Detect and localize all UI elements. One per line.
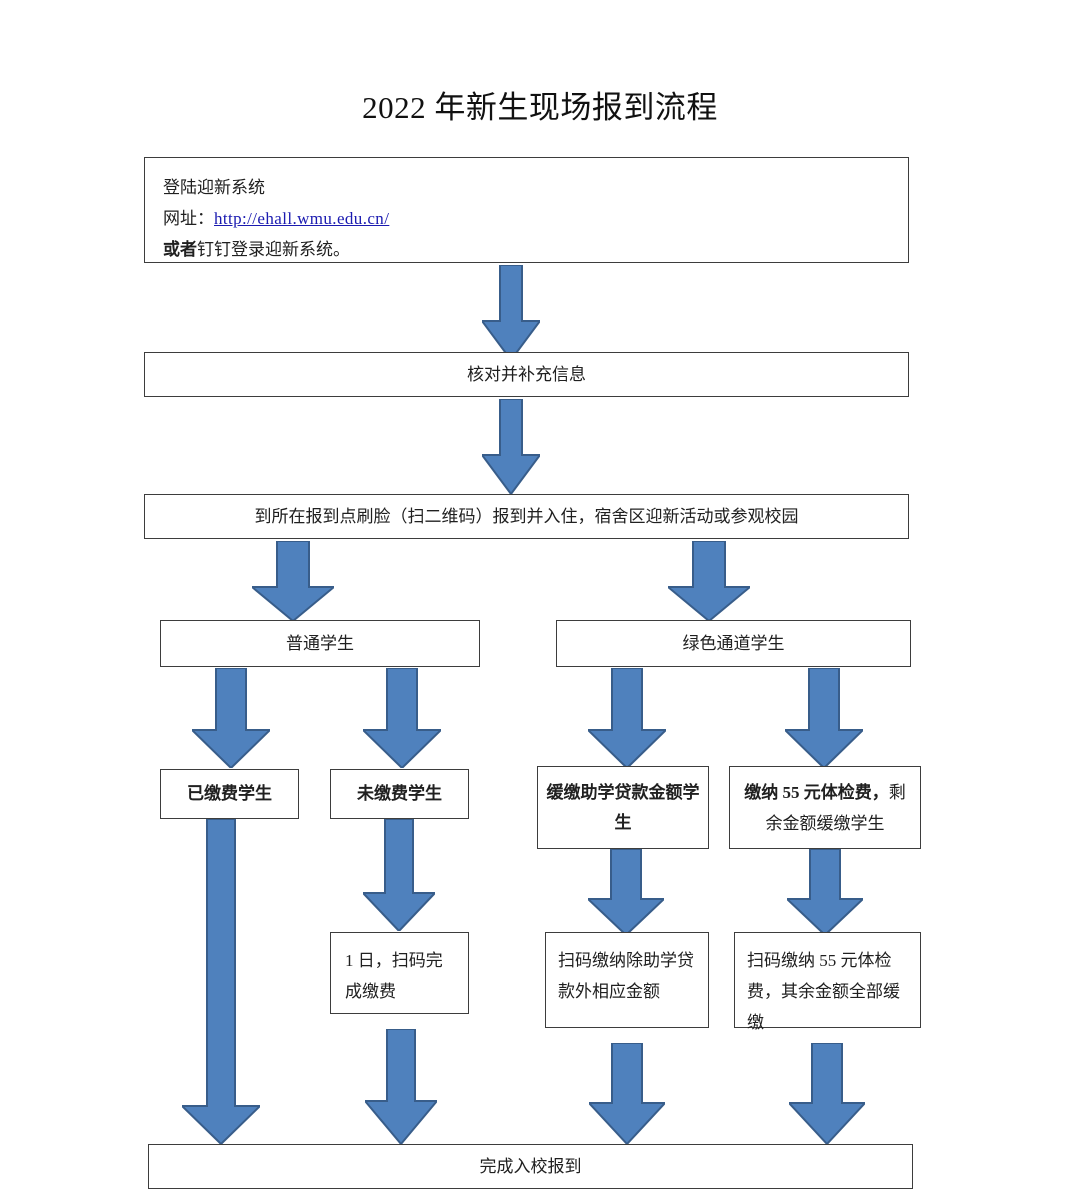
checkin-label: 到所在报到点刷脸（扫二维码）报到并入住，宿舍区迎新活动或参观校园: [254, 506, 799, 526]
scan-pay-55-label: 扫码缴纳 55 元体检费，其余金额全部缓缴: [747, 951, 900, 1032]
arrow-green-to-loan-deferred: [588, 668, 666, 768]
arrow-scan55-to-finish: [789, 1043, 865, 1144]
login-line-2: 网址：http://ehall.wmu.edu.cn/: [163, 203, 890, 234]
arrow-normal-to-unpaid: [363, 668, 441, 768]
arrow-loan-to-scan-pay: [588, 849, 664, 935]
node-normal-student: 普通学生: [160, 620, 480, 667]
arrow-pay55-to-scan55: [787, 849, 863, 935]
node-loan-deferred-student: 缓缴助学贷款金额学生: [537, 766, 709, 849]
paid-student-label: 已缴费学生: [187, 784, 272, 803]
pay-by-day1-label: 1 日，扫码完成缴费: [345, 951, 443, 1001]
login-url-link[interactable]: http://ehall.wmu.edu.cn/: [214, 209, 390, 228]
node-unpaid-student: 未缴费学生: [330, 769, 469, 819]
login-line-3-bold: 或者: [163, 240, 197, 259]
arrow-login-to-verify: [482, 265, 540, 360]
login-url-label: 网址：: [163, 209, 214, 228]
arrow-normal-to-paid: [192, 668, 270, 768]
arrow-green-to-pay55: [785, 668, 863, 768]
green-channel-student-label: 绿色通道学生: [682, 633, 785, 653]
arrow-unpaid-to-pay-day1: [363, 819, 435, 931]
arrow-checkin-to-normal: [252, 541, 334, 621]
login-line-3-rest: 钉钉登录迎新系统。: [197, 240, 350, 259]
node-green-channel-student: 绿色通道学生: [556, 620, 911, 667]
arrow-scan-pay-to-finish: [589, 1043, 665, 1144]
arrow-verify-to-checkin: [482, 399, 540, 494]
unpaid-student-label: 未缴费学生: [357, 784, 442, 803]
normal-student-label: 普通学生: [286, 633, 354, 653]
node-finish-registration: 完成入校报到: [148, 1144, 913, 1189]
login-line-3: 或者钉钉登录迎新系统。: [163, 234, 890, 265]
loan-deferred-student-label: 缓缴助学贷款金额学生: [546, 782, 700, 832]
node-verify-info: 核对并补充信息: [144, 352, 909, 397]
node-login-system: 登陆迎新系统 网址：http://ehall.wmu.edu.cn/ 或者钉钉登…: [144, 157, 909, 263]
node-pay55-student: 缴纳 55 元体检费，剩余金额缓缴学生: [729, 766, 921, 849]
scan-pay-except-loan-label: 扫码缴纳除助学贷款外相应金额: [558, 951, 694, 1001]
node-paid-student: 已缴费学生: [160, 769, 299, 819]
node-checkin-point: 到所在报到点刷脸（扫二维码）报到并入住，宿舍区迎新活动或参观校园: [144, 494, 909, 539]
login-line-1: 登陆迎新系统: [163, 178, 265, 197]
page-title: 2022 年新生现场报到流程: [362, 90, 718, 125]
finish-label: 完成入校报到: [479, 1156, 582, 1176]
node-scan-pay-55: 扫码缴纳 55 元体检费，其余金额全部缓缴: [734, 932, 921, 1032]
arrow-paid-to-finish: [182, 819, 260, 1144]
node-scan-pay-except-loan: 扫码缴纳除助学贷款外相应金额: [545, 932, 709, 1028]
node-pay-by-day1: 1 日，扫码完成缴费: [330, 932, 469, 1014]
arrow-checkin-to-green-channel: [668, 541, 750, 621]
pay55-student-rest: 剩余金额缓缴学生: [765, 782, 906, 833]
arrow-pay-day1-to-finish: [365, 1029, 437, 1144]
verify-info-label: 核对并补充信息: [467, 364, 586, 384]
pay55-student-bold: 缴纳 55 元体检费，: [744, 782, 889, 802]
